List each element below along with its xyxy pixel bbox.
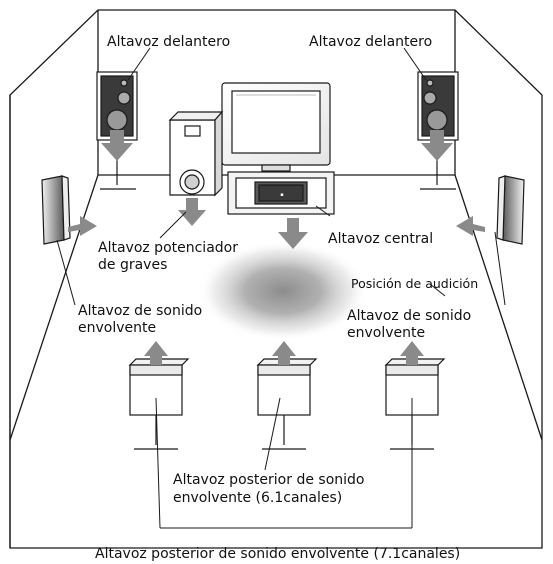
subwoofer — [168, 110, 224, 197]
svg-text:▪: ▪ — [280, 192, 283, 198]
rear-speaker-right — [384, 358, 446, 450]
rear-speaker-center — [256, 358, 318, 450]
label-subwoofer-line1: Altavoz potenciador — [98, 240, 238, 256]
arrow-front-right — [421, 130, 453, 161]
surround-right-speaker — [496, 175, 525, 245]
surround-left-speaker — [41, 175, 71, 245]
arrow-subwoofer — [178, 198, 206, 226]
labels: Altavoz delantero Altavoz delantero Alta… — [78, 34, 478, 562]
label-surround-right-line2: envolvente — [347, 325, 425, 341]
label-listening-position: Posición de audición — [351, 276, 478, 291]
listening-area — [198, 241, 368, 341]
label-surround-left-line2: envolvente — [78, 320, 156, 336]
label-surround-right-line1: Altavoz de sonido — [347, 308, 471, 324]
arrow-rear-center — [272, 341, 296, 365]
label-rear-61-line2: envolvente (6.1canales) — [173, 490, 342, 506]
arrow-rear-left — [144, 341, 168, 365]
rear-speaker-left — [128, 358, 190, 450]
arrow-front-left — [101, 130, 133, 161]
label-subwoofer-line2: de graves — [98, 257, 167, 273]
arrow-rear-right — [400, 341, 424, 365]
label-front-right: Altavoz delantero — [309, 34, 432, 50]
television — [221, 82, 331, 172]
label-center: Altavoz central — [328, 231, 433, 247]
front-left-speaker — [96, 71, 138, 190]
label-rear-71: Altavoz posterior de sonido envolvente (… — [95, 546, 460, 562]
arrow-surround-right — [456, 216, 485, 236]
direction-arrows — [68, 130, 485, 365]
front-right-speaker — [417, 71, 459, 190]
center-speaker: ▪ — [227, 171, 335, 215]
callout-lines — [56, 47, 506, 529]
arrow-surround-left — [68, 216, 97, 236]
label-rear-61-line1: Altavoz posterior de sonido — [173, 472, 364, 488]
arrow-center — [278, 218, 308, 249]
label-surround-left-line1: Altavoz de sonido — [78, 303, 202, 319]
label-front-left: Altavoz delantero — [107, 34, 230, 50]
